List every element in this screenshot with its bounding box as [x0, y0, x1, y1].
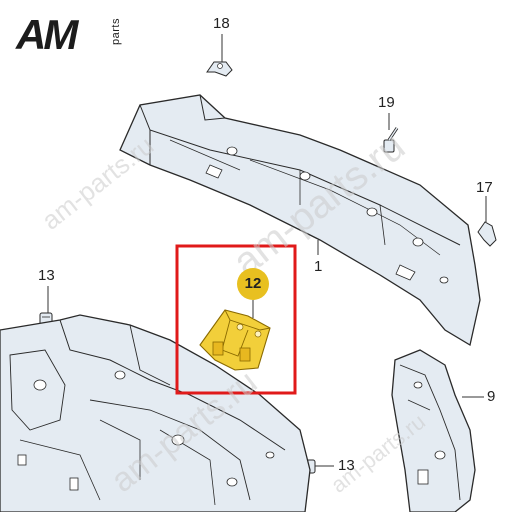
leader-lines [47, 34, 487, 467]
callout-1[interactable]: 1 [314, 258, 323, 275]
callout-18[interactable]: 18 [213, 15, 230, 32]
callout-19[interactable]: 19 [378, 94, 395, 111]
callout-12-badge[interactable]: 12 [237, 268, 269, 300]
logo-brand: AM [16, 11, 78, 58]
callout-13-right[interactable]: 13 [338, 457, 355, 474]
highlight-box [175, 244, 297, 395]
part-9-bracket[interactable] [391, 349, 476, 512]
logo-suffix: parts [110, 18, 122, 45]
part-18-clip[interactable] [206, 61, 233, 77]
callout-9[interactable]: 9 [487, 388, 496, 405]
am-parts-logo[interactable]: AM parts [16, 12, 156, 62]
callout-17[interactable]: 17 [476, 179, 493, 196]
part-1-crossmember[interactable] [119, 94, 481, 347]
part-front-panel[interactable] [0, 314, 311, 512]
callout-13-left[interactable]: 13 [38, 267, 55, 284]
part-19-bolt[interactable] [383, 127, 399, 153]
part-17-clip[interactable] [477, 221, 497, 247]
part-12-bracket[interactable] [199, 309, 271, 371]
